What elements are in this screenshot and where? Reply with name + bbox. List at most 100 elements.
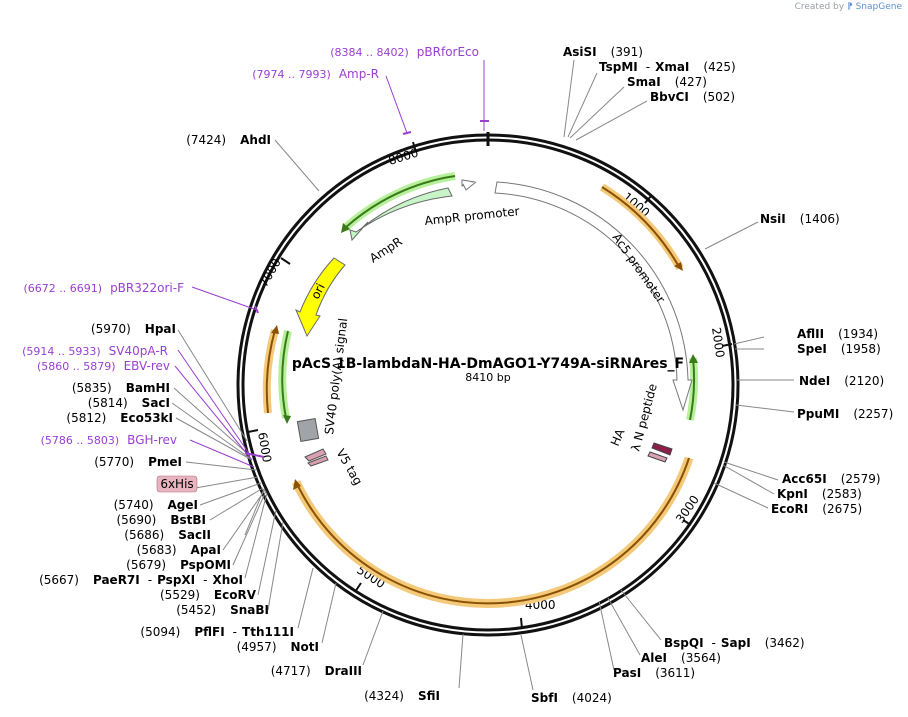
tick-4000	[520, 617, 523, 630]
enzyme-BstBI: (5690)BstBI	[116, 513, 206, 527]
ha-tag-marker	[651, 442, 673, 456]
green-arrow-right	[689, 354, 698, 363]
primer-pBR322ori-F: (6672 .. 6691)pBR322ori-F	[24, 281, 185, 295]
orf-arrow-left	[271, 325, 279, 334]
tick-2000	[721, 343, 733, 347]
credit-brand: SnapGene	[855, 2, 902, 12]
ampr-promoter-tip	[462, 181, 477, 191]
ac5-promoter-arrow	[494, 181, 693, 412]
leader-AhdI	[274, 139, 320, 192]
tick-label-8000: 8000	[387, 146, 420, 168]
leader-PflFI	[297, 567, 314, 629]
primer-mark-cluster	[244, 452, 265, 458]
leader-EcoRI	[713, 482, 769, 509]
sv40-polya-label: SV40 poly(A) signal	[322, 317, 350, 435]
plasmid-length: 8410 bp	[465, 371, 510, 384]
tick-3000	[682, 519, 692, 526]
leader-PspOMI	[232, 490, 267, 566]
primer-EBV-rev: (5860 .. 5879)EBV-rev	[37, 359, 170, 373]
leader-pBR322ori	[191, 286, 258, 311]
tick-7000	[280, 257, 291, 265]
green-arrow-left	[283, 415, 291, 424]
enzyme-TspMI-XmaI: TspMI-XmaI(425)	[599, 60, 736, 74]
primer-mark-pBR322ori	[254, 305, 259, 314]
orf-arrow-bottom	[293, 479, 301, 490]
his-marker	[307, 455, 329, 467]
leader-PasI	[598, 600, 615, 671]
leader-DraIII	[362, 610, 384, 666]
enzyme-PasI: PasI(3611)	[613, 666, 695, 680]
ha-label: HA	[608, 426, 628, 448]
enzyme-NdeI: NdeI(2120)	[799, 374, 884, 388]
lambda-n-marker	[647, 451, 668, 463]
enzyme-PflFI-Tth111I: (5094)PflFI-Tth111I	[140, 625, 294, 639]
leader-SacII	[244, 488, 265, 536]
primer-BGH-rev: (5786 .. 5803)BGH-rev	[41, 433, 177, 447]
leader-KpnI	[722, 464, 775, 495]
enzyme-leaders	[171, 59, 795, 691]
sv40-polya-box	[296, 418, 320, 442]
enzyme-NsiI: NsiI(1406)	[760, 212, 840, 226]
green-arc-top	[344, 175, 456, 229]
orf-arc-bottom	[297, 457, 690, 605]
leader-Eco53kI	[175, 417, 253, 461]
enzyme-BamHI: (5835)BamHI	[72, 381, 170, 395]
leader-AsiSI	[563, 59, 575, 138]
v5-tag-marker	[304, 448, 327, 462]
enzyme-Eco53kI: (5812)Eco53kI	[66, 411, 173, 425]
sixhis-badge	[156, 475, 198, 493]
sixhis-label: 6xHis	[160, 477, 193, 491]
leader-BbvCI	[575, 100, 648, 141]
enzyme-AsiSI: AsiSI(391)	[563, 45, 643, 59]
tick-5000	[354, 582, 362, 593]
tick-1000	[644, 195, 652, 204]
enzyme-PspOMI: (5679)PspOMI	[126, 558, 231, 572]
leader-PmeI	[185, 461, 257, 471]
leader-BamHI	[173, 387, 250, 456]
leader-NsiI	[704, 221, 759, 250]
leader-BGH	[189, 439, 255, 468]
leader-PpuMI	[735, 404, 795, 413]
enzyme-SbfI: SbfI(4024)	[531, 691, 612, 705]
orf-arc-top	[601, 186, 679, 266]
ori-arrow	[295, 257, 346, 338]
leader-AleI	[607, 597, 641, 656]
leader-AgeI	[199, 482, 262, 506]
ampr-promoter-label: AmpR promoter	[424, 204, 520, 228]
enzyme-SnaBI: (5452)SnaBI	[176, 603, 269, 617]
primer-pBRforEco: (8384 .. 8402)pBRforEco	[330, 45, 479, 59]
green-arc-left	[281, 330, 289, 419]
leader-AmpR-primer	[385, 75, 408, 134]
enzyme-EcoRV: (5529)EcoRV	[160, 588, 257, 602]
leader-EBV	[174, 365, 253, 461]
leader-SmaI	[569, 86, 625, 139]
ori-label: ori	[308, 281, 328, 301]
enzyme-AhdI: (7424)AhdI	[186, 133, 271, 147]
leader-NotI	[321, 582, 337, 644]
enzyme-Acc65I: Acc65I(2579)	[782, 472, 881, 486]
leader-ApaI	[222, 489, 266, 551]
enzyme-DraIII: (4717)DraIII	[271, 664, 362, 678]
enzyme-BspQI-SapI: BspQI-SapI(3462)	[664, 636, 805, 650]
leader-SfiI	[458, 633, 464, 689]
primer-Amp-R: (7974 .. 7993)Amp-R	[252, 67, 379, 81]
enzyme-PpuMI: PpuMI(2257)	[797, 407, 893, 421]
primer-mark-AmpR	[402, 131, 412, 135]
enzyme-PaeR7I-PspXI-XhoI: (5667)PaeR7I-PspXI-XhoI	[39, 573, 243, 587]
enzyme-BbvCI: BbvCI(502)	[650, 90, 735, 104]
enzyme-NotI: (4957)NotI	[237, 640, 319, 654]
enzyme-PmeI: (5770)PmeI	[94, 455, 182, 469]
enzyme-AflII: AflII(1934)	[797, 327, 878, 341]
leader-TspMI	[567, 72, 598, 138]
leader-SnaBI	[267, 521, 284, 611]
leader-SacI	[171, 402, 252, 460]
tick-8000	[412, 141, 417, 153]
enzyme-KpnI: KpnI(2583)	[777, 487, 862, 501]
enzyme-SmaI: SmaI(427)	[627, 75, 707, 89]
leader-BspQI	[620, 589, 662, 641]
enzyme-SacI: (5814)SacI	[88, 396, 170, 410]
tick-label-7000: 7000	[256, 256, 283, 289]
orf-arrow-top	[674, 262, 683, 271]
green-arrow-top	[341, 223, 350, 233]
